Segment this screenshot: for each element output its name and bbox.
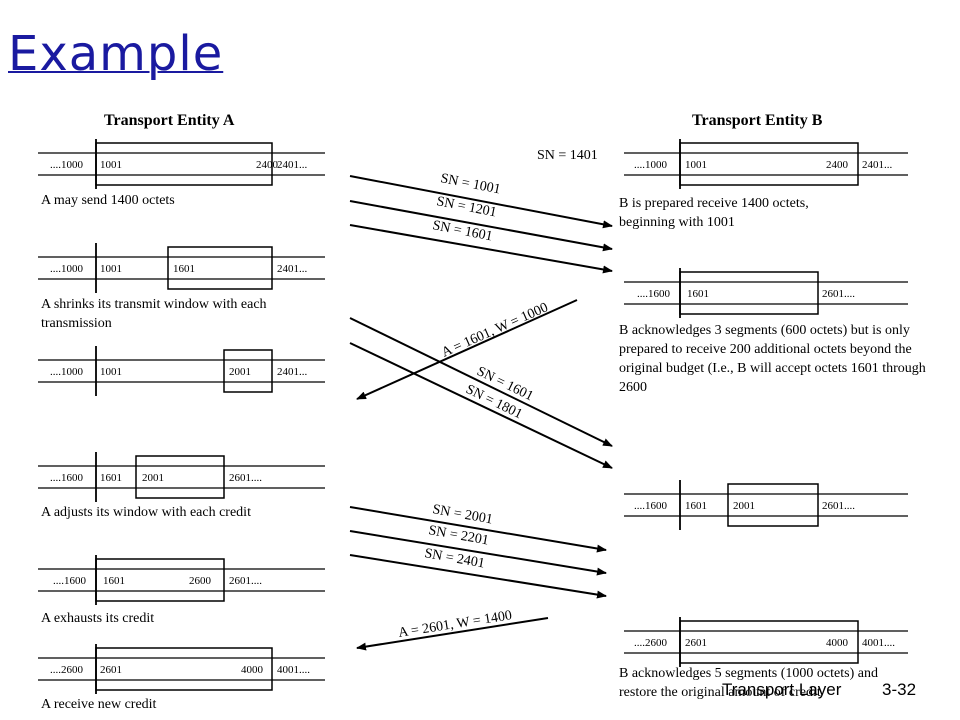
seq-number-label: ....1600 bbox=[634, 500, 668, 512]
b-caption-1: B is prepared receive 1400 octets, begin… bbox=[619, 196, 809, 230]
seq-number-label: 4000 bbox=[241, 664, 264, 676]
a-panel-6: ....2600 2601 4000 4001.... bbox=[38, 644, 325, 694]
slide-title: Example bbox=[8, 26, 224, 82]
seq-number-label: 1001 bbox=[100, 159, 122, 171]
seq-number-label: ....2600 bbox=[634, 637, 668, 649]
message-9: SN = 2401 bbox=[349, 546, 607, 599]
entity-b-panels: ....1000 1001 2400 2401... ....1600 1601 2601.… bbox=[624, 139, 908, 667]
entity-b-sn-note: SN = 1401 bbox=[537, 148, 598, 163]
a-panel-2: ....1000 1001 1601 2401... bbox=[38, 243, 325, 293]
seq-number-label: 1601 bbox=[173, 263, 195, 275]
seq-number-label: 1601 bbox=[100, 472, 122, 484]
seq-number-label: ....1600 bbox=[53, 575, 87, 587]
seq-number-label: 2601.... bbox=[822, 500, 855, 512]
entity-a-title: Transport Entity A bbox=[104, 112, 235, 129]
message-label: A = 1601, W = 1000 bbox=[440, 300, 551, 360]
seq-number-label: ....1000 bbox=[634, 159, 668, 171]
a-caption-2: A shrinks its transmit window with each … bbox=[41, 297, 267, 331]
a-caption-6: A receive new credit bbox=[41, 697, 157, 712]
window-box bbox=[135, 455, 225, 499]
window-box bbox=[223, 349, 273, 393]
seq-number-label: 2400 bbox=[256, 159, 279, 171]
message-label: A = 2601, W = 1400 bbox=[397, 608, 513, 641]
seq-number-label: 1601 bbox=[687, 288, 709, 300]
seq-number-label: 2601 bbox=[100, 664, 122, 676]
message-4: A = 1601, W = 1000 bbox=[356, 299, 578, 400]
seq-number-label: ....1000 bbox=[50, 366, 84, 378]
b-panel-3: ....1600 1601 2001 2601.... bbox=[624, 480, 908, 530]
message-arrow bbox=[356, 299, 578, 400]
window-box bbox=[727, 483, 819, 527]
message-arrow bbox=[349, 200, 613, 252]
a-panel-3: ....1000 1001 2001 2401... bbox=[38, 346, 325, 396]
message-6: SN = 1801 bbox=[349, 342, 613, 469]
message-label: SN = 1001 bbox=[439, 171, 502, 197]
message-arrow bbox=[349, 175, 613, 229]
b-caption-4: B acknowledges 5 segments (1000 octets) … bbox=[619, 666, 878, 700]
a-caption-4: A adjusts its window with each credit bbox=[41, 505, 251, 520]
a-caption-1: A may send 1400 octets bbox=[41, 193, 175, 208]
b-caption-2: B acknowledges 3 segments (600 octets) b… bbox=[619, 323, 926, 395]
seq-number-label: 2400 bbox=[826, 159, 849, 171]
window-box bbox=[679, 142, 859, 186]
b-panel-1: ....1000 1001 2400 2401... bbox=[624, 139, 908, 189]
message-arrow bbox=[349, 554, 607, 599]
message-arrow bbox=[349, 317, 613, 447]
seq-number-label: 2001 bbox=[142, 472, 164, 484]
seq-number-label: 1601 bbox=[103, 575, 125, 587]
seq-number-label: ....1600 bbox=[50, 472, 84, 484]
a-panel-4: ....1600 1601 2001 2601.... bbox=[38, 452, 325, 502]
message-7: SN = 2001 bbox=[349, 502, 607, 553]
seq-number-label: 2401... bbox=[277, 159, 308, 171]
seq-number-label: 1001 bbox=[685, 159, 707, 171]
seq-number-label: 2601 bbox=[685, 637, 707, 649]
message-arrow bbox=[349, 506, 607, 553]
seq-number-label: 2001 bbox=[733, 500, 755, 512]
message-arrow bbox=[349, 530, 607, 576]
a-panel-5: ....1600 1601 2600 2601.... bbox=[38, 555, 325, 605]
window-box bbox=[679, 620, 859, 664]
window-box bbox=[167, 246, 273, 290]
seq-number-label: 2001 bbox=[229, 366, 251, 378]
message-arrow bbox=[349, 342, 613, 469]
entity-b-title: Transport Entity B bbox=[692, 112, 823, 129]
seq-number-label: ....1000 bbox=[50, 159, 84, 171]
seq-number-label: 1001 bbox=[100, 263, 122, 275]
seq-number-label: 2601.... bbox=[229, 472, 262, 484]
seq-number-label: 4001.... bbox=[862, 637, 895, 649]
window-box bbox=[95, 558, 225, 602]
seq-number-label: 2401... bbox=[277, 263, 308, 275]
seq-number-label: 1601 bbox=[685, 500, 707, 512]
seq-number-label: ....2600 bbox=[50, 664, 84, 676]
seq-number-label: ....1000 bbox=[50, 263, 84, 275]
page-number: 3-32 bbox=[882, 680, 917, 699]
seq-number-label: 4001.... bbox=[277, 664, 310, 676]
seq-number-label: 2601.... bbox=[229, 575, 262, 587]
b-panel-2: ....1600 1601 2601.... bbox=[624, 268, 908, 318]
window-box bbox=[95, 647, 273, 691]
seq-number-label: 2401... bbox=[862, 159, 893, 171]
message-label: SN = 2001 bbox=[431, 502, 493, 527]
message-arrow bbox=[356, 617, 549, 651]
a-caption-5: A exhausts its credit bbox=[41, 611, 155, 626]
message-3: SN = 1601 bbox=[349, 218, 613, 274]
seq-number-label: ....1600 bbox=[637, 288, 671, 300]
seq-number-label: 4000 bbox=[826, 637, 849, 649]
footer-label: Transport Layer bbox=[722, 680, 842, 699]
seq-number-label: 1001 bbox=[100, 366, 122, 378]
seq-number-label: 2600 bbox=[189, 575, 212, 587]
message-arrow bbox=[349, 224, 613, 274]
window-box bbox=[95, 142, 273, 186]
message-10: A = 2601, W = 1400 bbox=[356, 608, 549, 651]
seq-number-label: 2601.... bbox=[822, 288, 855, 300]
window-box bbox=[679, 271, 819, 315]
b-panel-4: ....2600 2601 4000 4001.... bbox=[624, 617, 908, 667]
seq-number-label: 2401... bbox=[277, 366, 308, 378]
